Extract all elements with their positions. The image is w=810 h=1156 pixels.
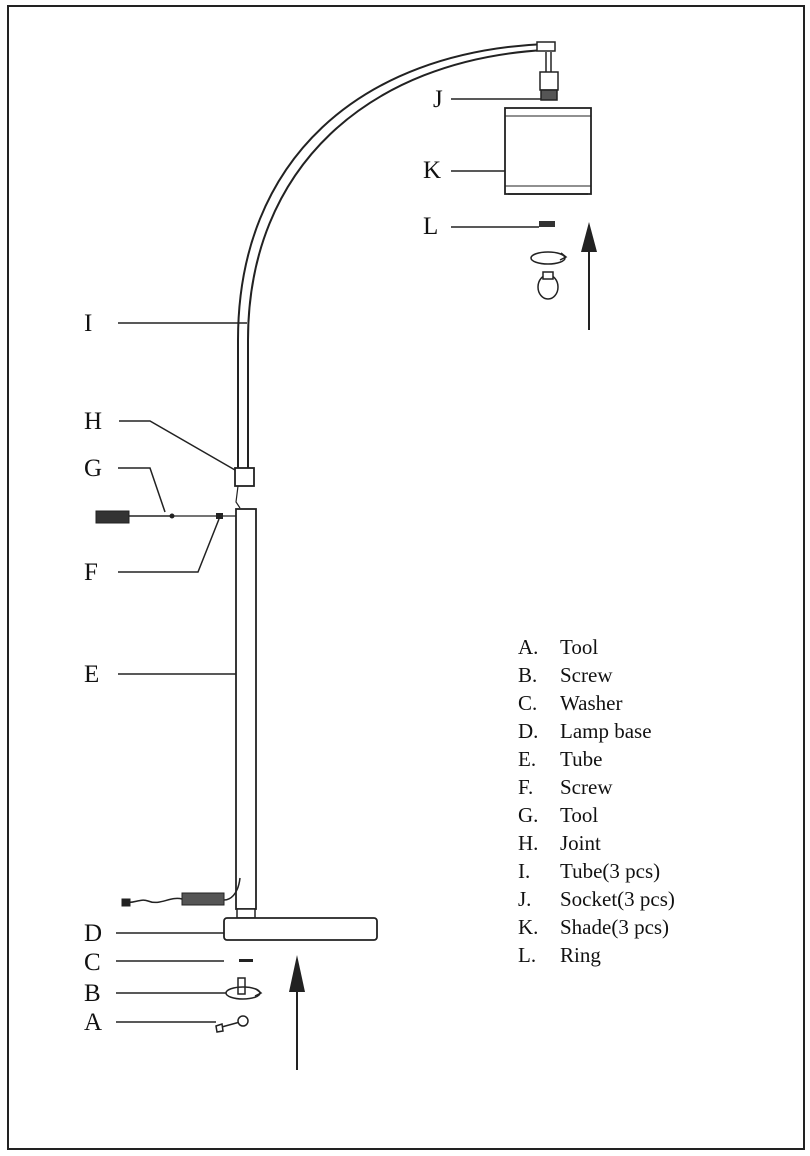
callout-i: I [84, 310, 93, 337]
legend-key: J. [518, 886, 532, 911]
washer-part [239, 959, 253, 962]
legend-key: C. [518, 690, 538, 715]
legend-label: Tube(3 pcs) [560, 858, 661, 883]
legend-item: E. Tube [518, 745, 675, 773]
legend-label: Tool [560, 802, 599, 827]
legend-label: Tube [560, 746, 603, 771]
legend-item: L. Ring [518, 941, 675, 969]
legend-key: G. [518, 802, 539, 827]
legend-key: B. [518, 662, 538, 687]
legend-label: Lamp base [560, 718, 652, 743]
legend-key: D. [518, 718, 539, 743]
legend-item: D. Lamp base [518, 717, 675, 745]
legend-item: I. Tube(3 pcs) [518, 857, 675, 885]
tube-part [235, 508, 257, 910]
callout-a: A [84, 1009, 103, 1036]
ring-part [539, 221, 555, 227]
legend-label: Socket(3 pcs) [560, 886, 675, 911]
legend-label: Joint [560, 830, 601, 855]
legend-key: L. [518, 942, 537, 967]
legend-label: Shade(3 pcs) [560, 914, 670, 939]
callout-b: B [84, 980, 101, 1007]
legend-item: C. Washer [518, 689, 675, 717]
legend-item: A. Tool [518, 633, 675, 661]
legend-item: G. Tool [518, 801, 675, 829]
callout-g: G [84, 455, 103, 482]
lamp-base-part [223, 908, 378, 941]
legend-item: F. Screw [518, 773, 675, 801]
screw-f-part [216, 513, 223, 519]
joint-part [234, 467, 255, 487]
legend-key: H. [518, 830, 539, 855]
legend-label: Screw [560, 662, 613, 687]
legend-item: K. Shade(3 pcs) [518, 913, 675, 941]
page-border [7, 5, 805, 1150]
tool-g-part [95, 510, 236, 524]
arc-tube [237, 43, 546, 470]
bulb-icon [537, 271, 559, 300]
parts-legend: A. Tool B. Screw C. Washer D. Lamp base E. Tu… [518, 633, 675, 969]
callout-k: K [423, 157, 442, 184]
leader-lines [116, 98, 541, 1023]
legend-item: H. Joint [518, 829, 675, 857]
up-arrow-icon [289, 955, 305, 1070]
shade-part [504, 107, 592, 195]
callout-j: J [433, 86, 443, 113]
power-cord [121, 877, 241, 907]
socket-part [539, 52, 559, 101]
legend-key: E. [518, 746, 537, 771]
legend-label: Tool [560, 634, 599, 659]
screw-b-part [225, 977, 263, 1000]
legend-key: I. [518, 858, 531, 883]
legend-item: J. Socket(3 pcs) [518, 885, 675, 913]
callout-c: C [84, 949, 101, 976]
legend-label: Screw [560, 774, 613, 799]
callout-f: F [84, 559, 98, 586]
legend-key: A. [518, 634, 539, 659]
callout-h: H [84, 408, 103, 435]
legend-label: Ring [560, 942, 601, 967]
legend-item: B. Screw [518, 661, 675, 689]
legend-label: Washer [560, 690, 623, 715]
callout-d: D [84, 920, 103, 947]
rotate-arrow-icon [530, 251, 568, 265]
tool-a-part [215, 1015, 249, 1033]
callout-e: E [84, 661, 100, 688]
callout-l: L [423, 213, 439, 240]
arc-end-cap [536, 41, 556, 52]
legend-key: K. [518, 914, 539, 939]
up-arrow-icon [581, 222, 597, 330]
legend-key: F. [518, 774, 534, 799]
